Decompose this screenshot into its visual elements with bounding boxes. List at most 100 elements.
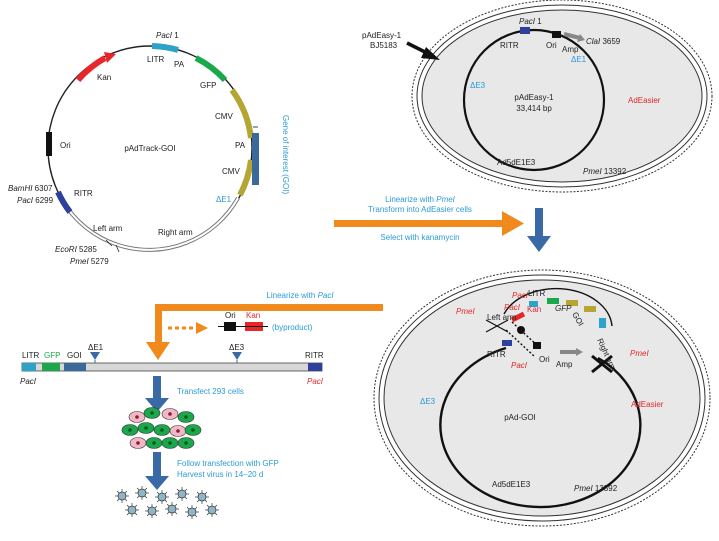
padeasy-ritr-label: RITR	[500, 41, 519, 50]
virus-particle-icon	[185, 505, 199, 519]
pad-paci-c: PacI	[511, 361, 528, 370]
linear-de3-label: ΔE3	[229, 343, 245, 352]
pa1-label: PA	[174, 60, 185, 69]
blue-arrow-down-icon-3	[153, 452, 161, 478]
step4-line1: Follow transfection with GFP	[177, 459, 279, 468]
cell-nucleus	[168, 441, 172, 445]
cell-nucleus	[160, 428, 164, 432]
ritr-label: RITR	[74, 189, 93, 198]
linear-paci-left: PacI	[20, 377, 37, 386]
orange-arrow-down-icon	[146, 342, 170, 360]
cell-culture-icon	[121, 407, 202, 449]
cmv1-label: CMV	[215, 112, 233, 121]
pad-ritr	[502, 340, 512, 346]
ritr-element	[55, 190, 73, 214]
adeasier-cell-2: PacI PacI PacI PmeI PmeI LITR Kan GFP GO…	[373, 269, 711, 527]
orange-arrow-right-icon	[334, 220, 504, 227]
step1-transform: Linearize with PmeI Transform into AdEas…	[334, 195, 524, 242]
padeasy-size: 33,414 bp	[516, 104, 552, 113]
ori-element	[46, 132, 52, 156]
byproduct-kan-label: Kan	[246, 311, 260, 320]
cell-body-1	[421, 9, 703, 183]
step2-label: Linearize with PacI	[266, 291, 334, 300]
cell-nucleus	[128, 428, 132, 432]
insert-arc	[503, 287, 613, 327]
cell-nucleus	[136, 441, 140, 445]
pad-paci-a: PacI	[512, 291, 529, 300]
linear-litr-label: LITR	[22, 351, 40, 360]
virus-particle-icon	[115, 489, 129, 503]
padtrack-plasmid: pAdTrack-GOI PacI 1 LITR PA GFP CMV PA C…	[8, 31, 290, 266]
padeasy-clai-label: ClaI 3659	[586, 37, 621, 46]
step1-line3: Select with kanamycin	[380, 233, 459, 242]
step1-line1: Linearize with PmeI	[385, 195, 456, 204]
padeasy-de3-label: ΔE3	[470, 81, 486, 90]
left-arm-label: Left arm	[93, 224, 123, 233]
linear-litr	[22, 363, 36, 371]
kan-element	[75, 55, 107, 83]
virus-particle-icon	[195, 490, 209, 504]
padeasy-ori	[552, 31, 561, 38]
pad-ori	[533, 342, 541, 349]
left-arm-segment	[60, 198, 119, 247]
insert-litr	[529, 301, 538, 307]
step2-linearize: Linearize with PacI Ori Kan (byproduct)	[146, 291, 383, 360]
cell-nucleus	[184, 415, 188, 419]
virus-particle-icon	[155, 490, 169, 504]
virus-particle-icon	[165, 502, 179, 516]
right-arm-label: Right arm	[158, 228, 193, 237]
pad-goi-backbone	[439, 346, 642, 509]
pad-pmei-right: PmeI	[630, 349, 649, 358]
cmv-element-2	[237, 159, 254, 197]
cell-nucleus	[135, 415, 139, 419]
kan-arrowhead	[104, 52, 116, 63]
orange-arrow-left-bar	[155, 304, 383, 311]
linear-gfp-label: GFP	[44, 351, 60, 360]
pad-ad5-label: Ad5dE1E3	[492, 480, 531, 489]
kan-label: Kan	[97, 73, 111, 82]
goi-label: Gene of interest (GOI)	[281, 115, 290, 194]
pad-pmei-bottom-label: PmeI 13392	[574, 484, 618, 493]
padeasy-source-line1: pAdEasy-1	[362, 31, 402, 40]
pmei-site-label: PmeI 5279	[70, 257, 109, 266]
linear-gfp	[42, 363, 60, 371]
pad-litr-label: LITR	[528, 289, 546, 298]
insert-ori	[517, 326, 525, 334]
virus-particle-icon	[175, 487, 189, 501]
cell-nucleus	[191, 428, 195, 432]
pad-left-arm-label: Left arm	[487, 313, 517, 322]
de1-label: ΔE1	[216, 195, 232, 204]
pad-gfp-label: GFP	[555, 304, 572, 313]
cmv-element-1	[229, 88, 254, 139]
padeasy-backbone	[462, 28, 606, 172]
pa2-label: PA	[235, 141, 246, 150]
cell-nucleus	[150, 411, 154, 415]
blue-arrow-down-icon-2	[153, 376, 161, 400]
cmv2-label: CMV	[222, 167, 240, 176]
linear-goi-label: GOI	[67, 351, 82, 360]
padeasy-paci-label: PacI 1	[519, 17, 542, 26]
linear-ritr	[308, 363, 322, 371]
padeasy-de1-label: ΔE1	[571, 55, 587, 64]
padeasy-amp	[563, 32, 581, 40]
step3-label: Transfect 293 cells	[177, 387, 244, 396]
paci-site-label-top: PacI 1	[156, 31, 179, 40]
cell-nucleus	[152, 441, 156, 445]
virus-particles	[115, 486, 219, 519]
padeasy-ritr	[520, 27, 530, 34]
pad-de3-label: ΔE3	[420, 397, 436, 406]
linear-paci-right: PacI	[307, 377, 324, 386]
pad-kan-label: Kan	[527, 305, 541, 314]
linear-ritr-label: RITR	[305, 351, 324, 360]
pad-goi-name: pAd-GOI	[504, 413, 536, 422]
adeasier-label-1: AdEasier	[628, 96, 661, 105]
padeasy-amp-label: Amp	[562, 45, 579, 54]
padeasy-ad5-label: Ad5dE1E3	[497, 158, 536, 167]
right-arm-segment	[117, 197, 240, 252]
pad-ritr-label: RITR	[487, 350, 506, 359]
goi-insert	[252, 133, 259, 185]
litr-element	[151, 43, 179, 53]
step4-line2: Harvest virus in 14–20 d	[177, 470, 263, 479]
insert-kan	[510, 311, 526, 323]
padeasy-name: pAdEasy-1	[514, 93, 554, 102]
